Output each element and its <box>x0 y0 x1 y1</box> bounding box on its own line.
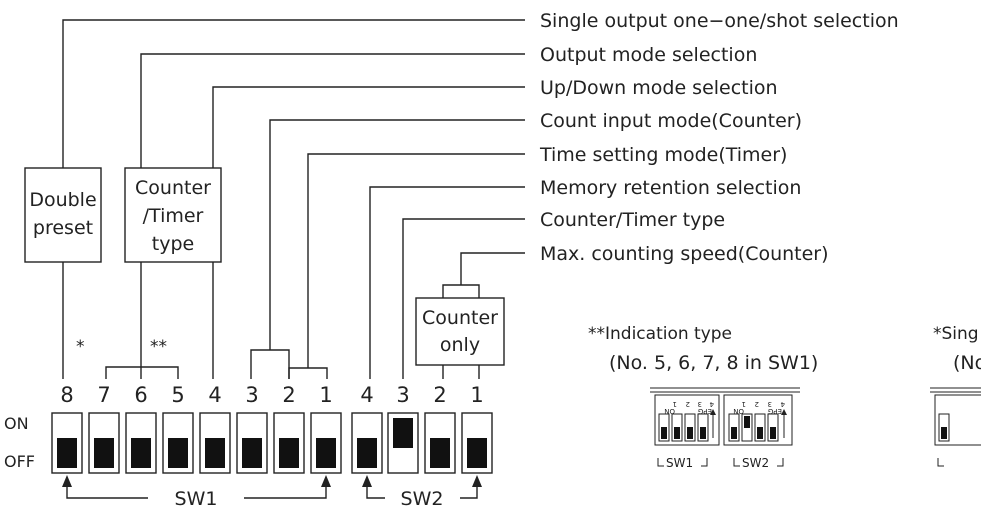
svg-text:3: 3 <box>698 400 702 408</box>
sw2-switch-3[interactable] <box>387 412 419 474</box>
arrow-up-icon <box>321 475 331 487</box>
svg-text:preset: preset <box>33 217 93 239</box>
label-counter-timer-type: Counter/Timer type <box>540 209 725 231</box>
label-time-setting-mode: Time setting mode(Timer) <box>539 144 787 166</box>
sw1-numbers: 8 7 6 5 4 3 2 1 <box>60 383 332 407</box>
svg-text:4: 4 <box>780 400 785 408</box>
arrow-up-icon <box>472 475 482 487</box>
svg-text:4: 4 <box>709 400 714 408</box>
arrow-up-icon <box>62 475 72 487</box>
indication-title: **Indication type <box>588 324 732 344</box>
sw1-switch-5[interactable] <box>162 412 194 474</box>
sw1-switch-4[interactable] <box>199 412 231 474</box>
svg-text:EPG: EPG <box>768 407 782 415</box>
sw1-switch-3[interactable] <box>236 412 268 474</box>
svg-text:1: 1 <box>742 400 746 408</box>
arrow-up-icon <box>362 475 372 487</box>
sw1-switch-7[interactable] <box>88 412 120 474</box>
sw2-switch-1[interactable] <box>461 412 493 474</box>
double-preset-box: Double preset <box>24 167 102 263</box>
sw2-range-bracket: SW2 <box>362 475 482 510</box>
label-single-output: Single output one−one/shot selection <box>540 10 899 32</box>
indication-type-inset: **Indication type (No. 5, 6, 7, 8 in SW1… <box>588 324 818 470</box>
sw1-switch-block <box>51 412 342 474</box>
sw2-number: 3 <box>396 383 409 407</box>
sw1-number: 1 <box>319 383 332 407</box>
mini-sw2-label: SW2 <box>742 456 769 470</box>
sw1-number: 2 <box>282 383 295 407</box>
sw1-switch-1[interactable] <box>310 412 342 474</box>
svg-text:Counter: Counter <box>135 177 211 199</box>
sw1-range-label: SW1 <box>175 488 218 510</box>
sw2-numbers: 4 3 2 1 <box>360 383 483 407</box>
svg-text:EPG: EPG <box>698 407 712 415</box>
sw1-switch-2[interactable] <box>273 412 305 474</box>
mini-sw1-switches <box>658 413 709 442</box>
sw1-number: 3 <box>245 383 258 407</box>
on-label: ON <box>4 414 29 433</box>
leader-lines <box>62 19 525 379</box>
sw2-number: 1 <box>470 383 483 407</box>
label-up-down-mode: Up/Down mode selection <box>540 77 778 99</box>
indication-subtitle: (No. 5, 6, 7, 8 in SW1) <box>609 352 818 374</box>
sw2-switch-2[interactable] <box>424 412 456 474</box>
counter-only-box: Counter only <box>415 297 505 366</box>
sw1-number: 7 <box>97 383 110 407</box>
svg-text:type: type <box>152 233 194 255</box>
svg-text:2: 2 <box>686 400 690 408</box>
label-count-input-mode: Count input mode(Counter) <box>540 110 802 132</box>
off-label: OFF <box>4 452 35 471</box>
mini-sw1-label: SW1 <box>666 456 693 470</box>
sw1-number: 5 <box>171 383 184 407</box>
sw1-range-bracket: SW1 <box>62 475 331 510</box>
svg-text:/Timer: /Timer <box>143 205 204 227</box>
svg-text:only: only <box>440 334 480 356</box>
svg-text:3: 3 <box>768 400 772 408</box>
counter-timer-type-box: Counter /Timer type <box>124 167 222 263</box>
single-indication-inset: *Sing (No <box>930 324 981 467</box>
single-indication-subtitle: (No <box>953 352 981 374</box>
svg-text:ON: ON <box>664 407 675 415</box>
sw1-number: 8 <box>60 383 73 407</box>
function-labels: Single output one−one/shot selection Out… <box>539 10 899 265</box>
sw2-switch-4[interactable] <box>351 412 383 474</box>
sw2-number: 2 <box>433 383 446 407</box>
sw2-number: 4 <box>360 383 373 407</box>
single-indication-title: *Sing <box>933 324 979 344</box>
svg-text:Double: Double <box>29 189 96 211</box>
svg-text:ON: ON <box>733 407 744 415</box>
mini-sw2-switches <box>728 413 779 442</box>
single-asterisk-mark: * <box>76 337 85 357</box>
label-max-counting-speed: Max. counting speed(Counter) <box>540 243 829 265</box>
svg-text:1: 1 <box>673 400 677 408</box>
sw1-number: 6 <box>134 383 147 407</box>
svg-text:2: 2 <box>755 400 759 408</box>
sw2-switch-block <box>351 412 493 474</box>
label-output-mode: Output mode selection <box>540 44 757 66</box>
svg-text:Counter: Counter <box>422 307 498 329</box>
sw1-switch-8[interactable] <box>51 412 83 474</box>
sw1-number: 4 <box>208 383 221 407</box>
label-memory-retention: Memory retention selection <box>540 177 801 199</box>
sw1-switch-6[interactable] <box>125 412 157 474</box>
double-asterisk-mark: ** <box>150 337 167 357</box>
sw2-range-label: SW2 <box>401 488 444 510</box>
